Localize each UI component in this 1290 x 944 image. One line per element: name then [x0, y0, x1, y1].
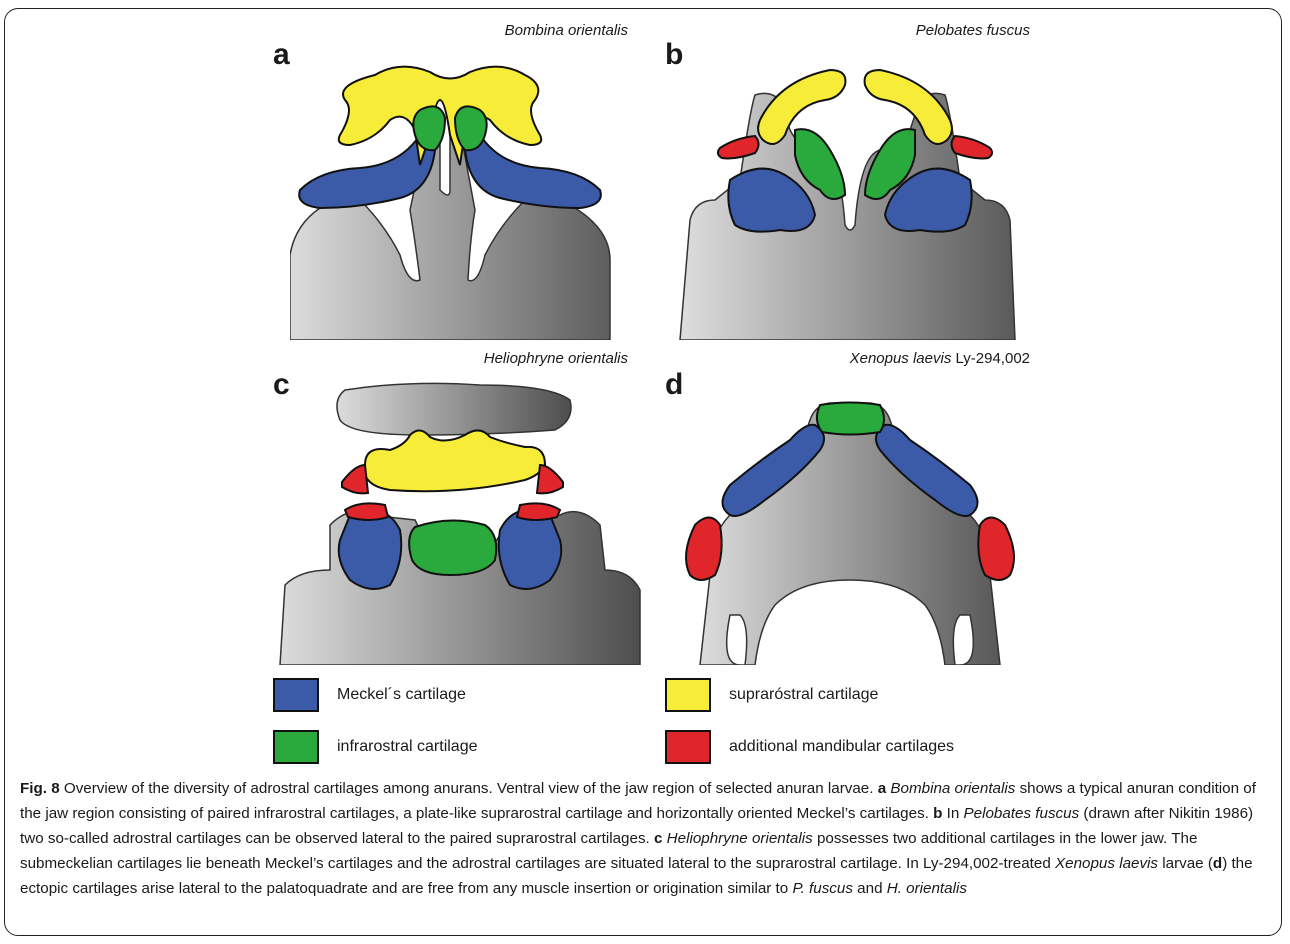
meckel-right — [465, 135, 601, 208]
caption-segment: In — [942, 805, 963, 822]
legend-swatch-additional — [665, 730, 711, 764]
caption-segment: b — [933, 805, 942, 822]
caption-segment: P. fuscus — [792, 880, 853, 897]
infrarostral — [409, 520, 496, 575]
caption-segment: Heliophryne orientalis — [667, 830, 813, 847]
caption-segment: and — [853, 880, 887, 897]
additional-lower-left — [345, 503, 388, 520]
species-label-d: Xenopus laevis Ly-294,002 — [630, 350, 1030, 367]
side-notch-left — [727, 615, 747, 665]
palatoquadrate — [290, 128, 610, 340]
infrarostral — [817, 403, 884, 435]
caption-segment: a — [878, 780, 886, 797]
panel-letter-a: a — [273, 40, 290, 70]
legend-label-infrarostral: infrarostral cartilage — [337, 738, 478, 756]
legend-label-additional: additional mandibular cartilages — [729, 738, 954, 756]
suprarostral — [365, 430, 545, 491]
infrarostral-right — [455, 106, 487, 150]
meckel-right — [499, 510, 562, 589]
panel-a-illustration — [290, 40, 630, 340]
legend-item-additional: additional mandibular cartilages — [665, 730, 954, 764]
meckel-left — [339, 510, 402, 589]
additional-left — [686, 518, 722, 581]
panel-d-illustration — [670, 375, 1010, 675]
legend-swatch-meckel — [273, 678, 319, 712]
additional-lower-right — [517, 503, 560, 520]
panel-b-svg — [670, 40, 1050, 340]
side-notch-right — [953, 615, 973, 665]
figure-caption: Fig. 8 Overview of the diversity of adro… — [20, 776, 1272, 901]
species-label-c: Heliophryne orientalis — [228, 350, 628, 367]
caption-segment: H. orientalis — [887, 880, 967, 897]
caption-body: Overview of the diversity of adrostral c… — [20, 780, 1256, 897]
legend-item-meckel: Meckel´s cartilage — [273, 678, 466, 712]
legend-label-suprarostral: supraróstral cartilage — [729, 686, 878, 704]
legend-swatch-suprarostral — [665, 678, 711, 712]
panel-c-svg — [270, 375, 660, 665]
additional-right — [978, 518, 1014, 581]
caption-segment: d — [1213, 855, 1222, 872]
species-name-c: Heliophryne orientalis — [484, 350, 628, 367]
additional-right — [952, 136, 993, 158]
caption-segment: Overview of the diversity of adrostral c… — [60, 780, 878, 797]
legend-item-infrarostral: infrarostral cartilage — [273, 730, 478, 764]
caption-segment: larvae ( — [1158, 855, 1213, 872]
legend-swatch-infrarostral — [273, 730, 319, 764]
species-label-b: Pelobates fuscus — [630, 22, 1030, 39]
caption-segment: Xenopus laevis — [1055, 855, 1158, 872]
species-suffix-d: Ly-294,002 — [951, 350, 1030, 367]
additional-upper-right — [537, 465, 563, 493]
palatoquadrate-upper — [337, 383, 571, 435]
caption-segment: Pelobates fuscus — [964, 805, 1080, 822]
panel-b-illustration — [670, 40, 1010, 340]
caption-segment: Bombina orientalis — [890, 780, 1015, 797]
panel-c-illustration — [270, 375, 610, 675]
panel-d-svg — [670, 375, 1030, 665]
legend-label-meckel: Meckel´s cartilage — [337, 686, 466, 704]
caption-paragraph: Fig. 8 Overview of the diversity of adro… — [20, 776, 1272, 901]
additional-upper-left — [342, 465, 368, 493]
caption-fig-label: Fig. 8 — [20, 780, 60, 797]
species-label-a: Bombina orientalis — [228, 22, 628, 39]
infrarostral-left — [413, 106, 445, 150]
species-name-b: Pelobates fuscus — [916, 22, 1030, 39]
species-name-a: Bombina orientalis — [505, 22, 628, 39]
species-name-d: Xenopus laevis — [850, 350, 952, 367]
panel-a-svg — [290, 40, 630, 340]
legend-item-suprarostral: supraróstral cartilage — [665, 678, 878, 712]
